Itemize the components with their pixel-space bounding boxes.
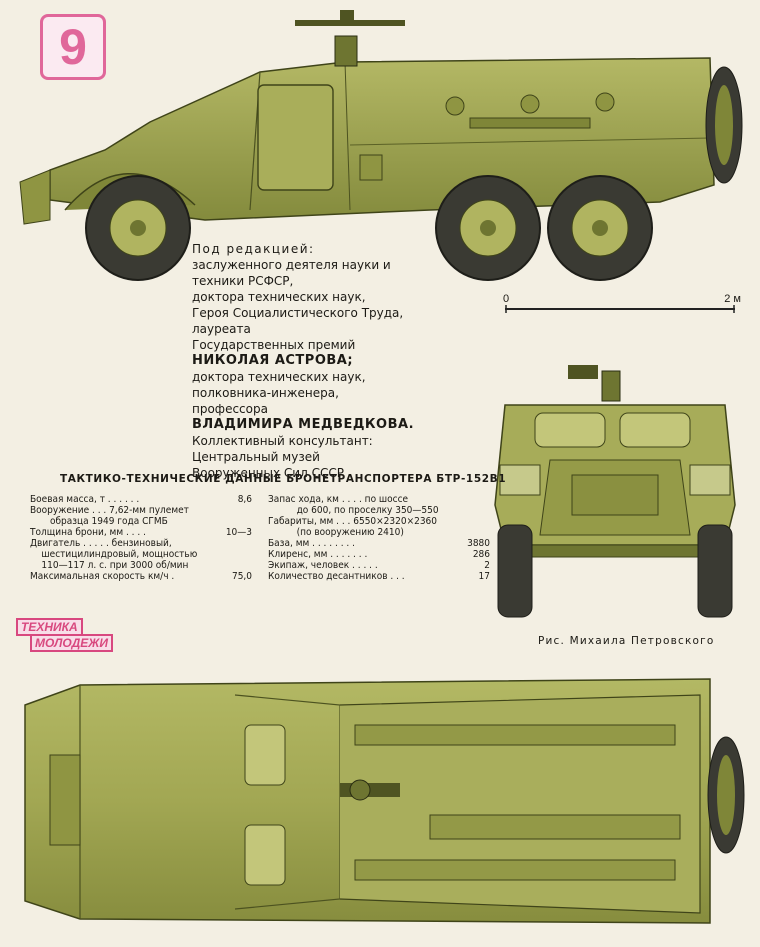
credits-heading: Под редакцией: bbox=[192, 242, 315, 256]
credits-line: заслуженного деятеля науки и bbox=[192, 258, 391, 272]
credits-line: доктора технических наук, bbox=[192, 290, 366, 304]
spec-row: шестицилиндровый, мощностью bbox=[30, 549, 198, 560]
credits-line: Вооруженных Сил СССР bbox=[192, 466, 344, 480]
spec-row: Боевая масса, т . . . . . .8,6 bbox=[30, 494, 252, 505]
front-view-illustration bbox=[494, 365, 736, 618]
credits-line: Коллективный консультант: bbox=[192, 434, 373, 448]
logo-line-2: МОЛОДЕЖИ bbox=[30, 634, 114, 652]
side-wheel-front bbox=[85, 175, 191, 281]
credits-line: лауреата bbox=[192, 322, 251, 336]
logo-line-1: ТЕХНИКА bbox=[16, 618, 83, 636]
scale-start-label: 0 bbox=[503, 293, 510, 305]
spec-row: Запас хода, км . . . . по шоссе bbox=[268, 494, 409, 505]
credits-line: Героя Социалистического Труда, bbox=[192, 306, 404, 320]
spec-row: Максимальная скорость км/ч .75,0 bbox=[30, 571, 252, 582]
credits-line: профессора bbox=[192, 402, 268, 416]
spec-row: Клиренс, мм . . . . . . .286 bbox=[268, 549, 490, 560]
editor-name-2: ВЛАДИМИРА МЕДВЕДКОВА. bbox=[192, 417, 415, 432]
spec-row: Толщина брони, мм . . . .10—3 bbox=[30, 527, 252, 538]
specs-title: ТАКТИКО-ТЕХНИЧЕСКИЕ ДАННЫЕ БРОНЕТРАНСПОР… bbox=[60, 473, 507, 485]
issue-number-badge: 9 bbox=[40, 14, 106, 80]
scale-end-label: 2 м bbox=[724, 293, 741, 305]
spec-row: Габариты, мм . . . 6550×2320×2360 bbox=[268, 516, 437, 527]
spec-row: Количество десантников . . .17 bbox=[268, 571, 490, 582]
magazine-logo: ТЕХНИКА МОЛОДЕЖИ bbox=[16, 618, 114, 652]
credits-line: техники РСФСР, bbox=[192, 274, 294, 288]
side-wheel-mid bbox=[435, 175, 541, 281]
side-wheel-rear bbox=[547, 175, 653, 281]
picture-credit: Рис. Михаила Петровского bbox=[538, 635, 715, 647]
spec-row: Двигатель . . . . . бензиновый, bbox=[30, 538, 172, 549]
side-view-illustration bbox=[19, 10, 743, 281]
spec-row: База, мм . . . . . . . .3880 bbox=[268, 538, 490, 549]
editorial-credits: Под редакцией: заслуженного деятеля наук… bbox=[192, 241, 422, 481]
editor-name-1: НИКОЛАЯ АСТРОВА; bbox=[192, 353, 354, 368]
specs-right-column: Запас хода, км . . . . по шоссе до 600, … bbox=[268, 494, 490, 582]
scale-line bbox=[505, 305, 735, 313]
top-view-illustration bbox=[24, 678, 745, 924]
spec-row: образца 1949 года СГМБ bbox=[30, 516, 168, 527]
credits-line: полковника-инженера, bbox=[192, 386, 339, 400]
scale-bar: 0 2 м bbox=[503, 293, 741, 317]
spec-row: Экипаж, человек . . . . .2 bbox=[268, 560, 490, 571]
credits-line: Государственных премий bbox=[192, 338, 356, 352]
specs-left-column: Боевая масса, т . . . . . .8,6 Вооружени… bbox=[30, 494, 252, 582]
spec-row: до 600, по проселку 350—550 bbox=[268, 505, 439, 516]
spec-row: 110—117 л. с. при 3000 об/мин bbox=[30, 560, 189, 571]
credits-line: Центральный музей bbox=[192, 450, 320, 464]
credits-line: доктора технических наук, bbox=[192, 370, 366, 384]
spec-row: Вооружение . . . 7,62-мм пулемет bbox=[30, 505, 189, 516]
spec-row: (по вооружению 2410) bbox=[268, 527, 404, 538]
